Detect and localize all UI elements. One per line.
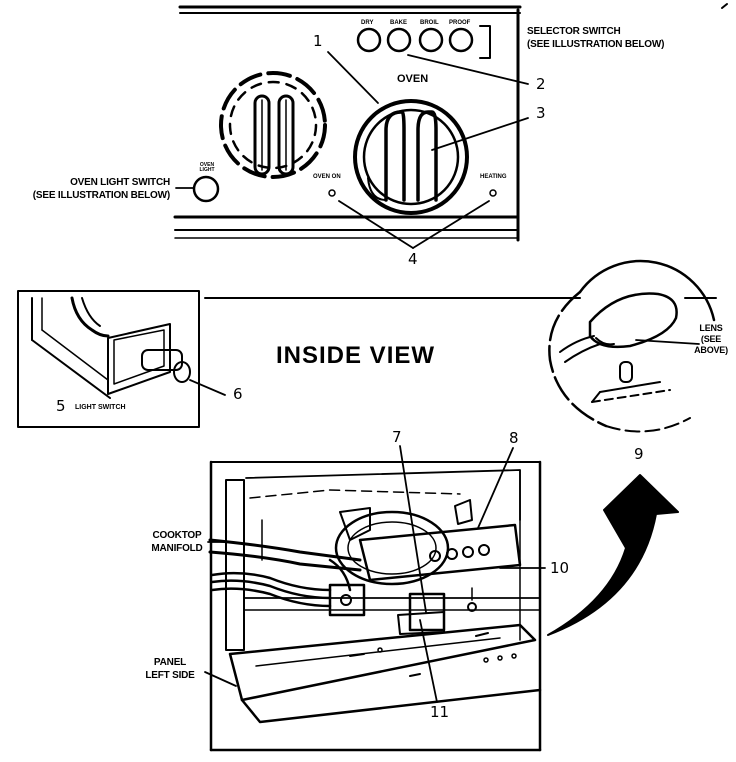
inside-view-drawing (208, 460, 542, 752)
selector-dry-label: DRY (361, 20, 374, 26)
cooktop-manifold-line2: MANIFOLD (151, 543, 203, 554)
oven-light-button-line1: OVEN (199, 162, 215, 168)
cooktop-manifold-label: COOKTOP MANIFOLD (148, 531, 206, 554)
light-switch-inset (17, 290, 226, 428)
inside-leaders (204, 445, 546, 703)
heating-label: HEATING (480, 174, 507, 180)
oven-light-button-line2: LIGHT (199, 167, 215, 173)
callout-5: 5 (56, 397, 66, 415)
callout-9: 9 (634, 445, 644, 463)
callout-6: 6 (233, 385, 243, 403)
lens-line3: ABOVE) (694, 345, 728, 355)
panel-left-side-label: PANEL LEFT SIDE (138, 658, 202, 681)
lens-detail (548, 259, 716, 433)
selector-broil-label: BROIL (420, 20, 439, 26)
oven-light-switch-label: OVEN LIGHT SWITCH (SEE ILLUSTRATION BELO… (20, 178, 170, 201)
lens-line1: LENS (699, 323, 723, 333)
cooktop-manifold-line1: COOKTOP (152, 530, 202, 541)
oven-light-switch-note: (SEE ILLUSTRATION BELOW) (32, 190, 170, 201)
oven-light-button (192, 175, 220, 203)
callout-4: 4 (408, 250, 418, 268)
left-dial (219, 71, 327, 179)
oven-light-switch-title: OVEN LIGHT SWITCH (70, 177, 170, 188)
callout-7: 7 (392, 428, 402, 446)
panel-left-side-line1: PANEL (153, 657, 187, 668)
curved-arrow (547, 474, 679, 636)
control-panel (173, 3, 728, 242)
selector-switch-title: SELECTOR SWITCH (527, 26, 621, 37)
oven-dial (353, 99, 469, 215)
callout-10: 10 (550, 559, 570, 577)
indicator-lights (328, 189, 497, 197)
oven-on-label: OVEN ON (313, 174, 341, 180)
lens-line2: (SEE (700, 334, 722, 344)
selector-switch-note: (SEE ILLUSTRATION BELOW) (527, 39, 665, 50)
selector-proof-label: PROOF (449, 20, 471, 26)
callout-11: 11 (430, 703, 450, 721)
oven-label: OVEN (397, 73, 429, 85)
panel-left-side-line2: LEFT SIDE (145, 670, 195, 681)
selector-switch-label: SELECTOR SWITCH (SEE ILLUSTRATION BELOW) (527, 27, 664, 50)
callout-1: 1 (313, 32, 323, 50)
lens-label: LENS (SEE ABOVE) (694, 324, 728, 355)
oven-light-button-label: OVEN LIGHT (196, 163, 218, 173)
callout-3: 3 (536, 104, 546, 122)
top-leaders (175, 51, 529, 249)
inside-view-title: INSIDE VIEW (276, 342, 436, 369)
light-switch-label: LIGHT SWITCH (75, 404, 126, 411)
callout-8: 8 (509, 429, 519, 447)
selector-buttons (356, 27, 474, 53)
selector-bracket (479, 25, 491, 59)
selector-bake-label: BAKE (390, 20, 408, 26)
callout-2: 2 (536, 75, 546, 93)
